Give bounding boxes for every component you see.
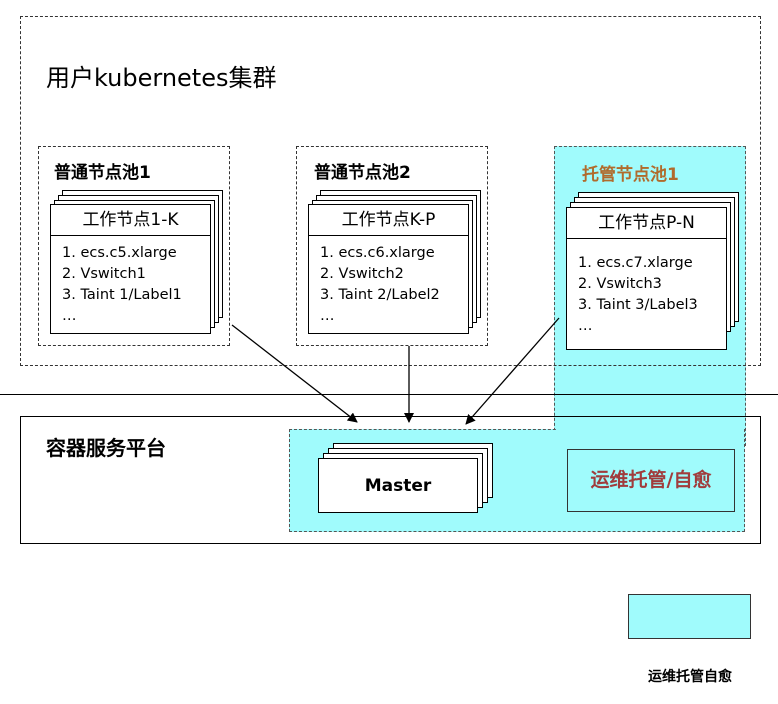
container-service-platform (20, 416, 761, 544)
platform-title: 容器服务平台 (46, 436, 166, 460)
worker-node-card-title: 工作节点P-N (567, 208, 726, 239)
worker-node-spec-list: 1. ecs.c5.xlarge 2. Vswitch1 3. Taint 1/… (51, 236, 210, 327)
worker-node-card-1: 工作节点1-K 1. ecs.c5.xlarge 2. Vswitch1 3. … (50, 204, 211, 334)
spec-item: 1. ecs.c7.xlarge (578, 255, 693, 271)
arrow-pool3-to-master (465, 317, 560, 425)
spec-item: 3. Taint 2/Label2 (320, 287, 440, 303)
arrow-pool1-to-master (231, 324, 358, 423)
spec-item: … (578, 318, 593, 334)
spec-item: 2. Vswitch3 (578, 276, 662, 292)
legend-swatch (628, 594, 751, 639)
layer-divider (0, 394, 778, 395)
spec-item: 1. ecs.c6.xlarge (320, 245, 435, 261)
managed-region-join (556, 420, 744, 460)
managed-pool-title: 托管节点池1 (582, 165, 679, 185)
worker-node-card-2: 工作节点K-P 1. ecs.c6.xlarge 2. Vswitch2 3. … (308, 204, 469, 334)
spec-item: 3. Taint 1/Label1 (62, 287, 182, 303)
node-pool-1 (38, 146, 230, 346)
self-heal-label: 运维托管/自愈 (590, 469, 712, 491)
self-heal-box (567, 449, 735, 512)
spec-item: … (62, 308, 77, 324)
user-cluster-title: 用户kubernetes集群 (46, 64, 277, 92)
legend-label: 运维托管自愈 (648, 669, 732, 685)
worker-node-spec-list: 1. ecs.c7.xlarge 2. Vswitch3 3. Taint 3/… (567, 239, 726, 337)
node-pool-2-title: 普通节点池2 (314, 163, 411, 183)
spec-item: 1. ecs.c5.xlarge (62, 245, 177, 261)
worker-node-spec-list: 1. ecs.c6.xlarge 2. Vswitch2 3. Taint 2/… (309, 236, 468, 327)
user-cluster-boundary (20, 16, 761, 366)
spec-item: 2. Vswitch2 (320, 266, 404, 282)
spec-item: … (320, 308, 335, 324)
worker-node-card-title: 工作节点K-P (309, 205, 468, 236)
node-pool-1-title: 普通节点池1 (54, 163, 151, 183)
worker-node-card-3: 工作节点P-N 1. ecs.c7.xlarge 2. Vswitch3 3. … (566, 207, 727, 350)
worker-node-card-title: 工作节点1-K (51, 205, 210, 236)
master-node: Master (318, 458, 478, 513)
spec-item: 3. Taint 3/Label3 (578, 297, 698, 313)
spec-item: 2. Vswitch1 (62, 266, 146, 282)
node-pool-2 (296, 146, 488, 346)
